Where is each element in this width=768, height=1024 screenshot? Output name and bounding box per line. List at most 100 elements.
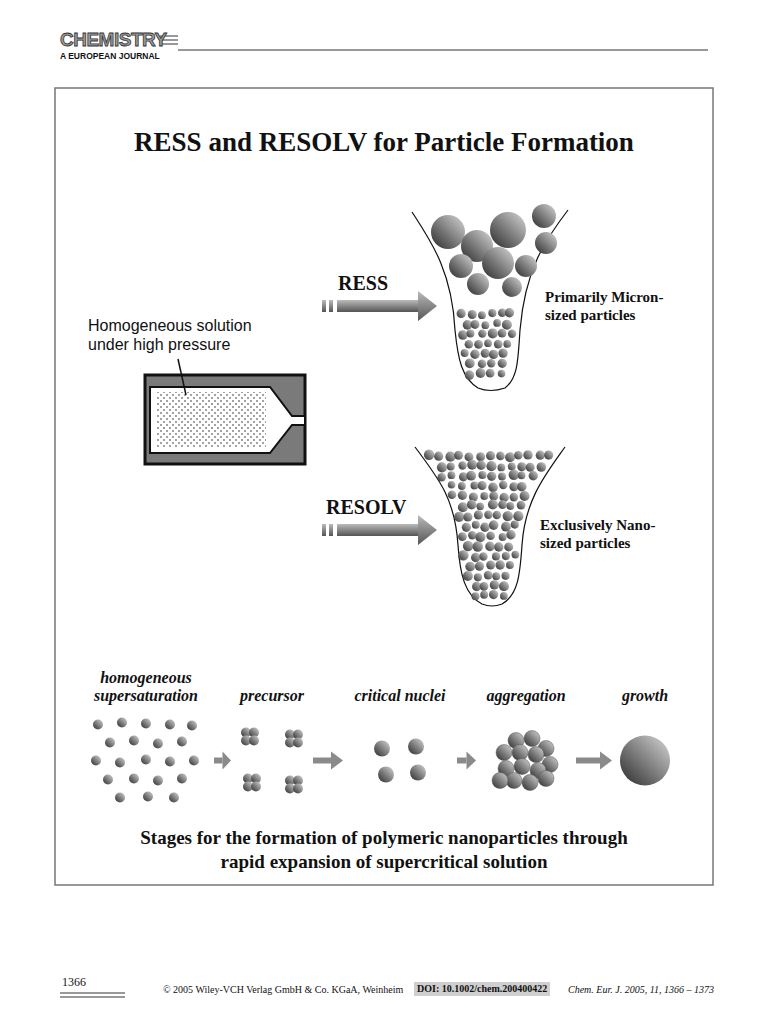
particle — [499, 481, 507, 489]
particle — [476, 502, 484, 510]
figure-caption: Stages for the formation of polymeric na… — [119, 826, 649, 874]
particle — [499, 533, 507, 541]
particle — [476, 452, 485, 461]
particle — [480, 591, 488, 599]
particle — [506, 561, 514, 569]
citation-note: Chem. Eur. J. 2005, 11, 1366 – 1373 — [568, 984, 714, 996]
monomer-dot — [177, 774, 187, 784]
particle — [472, 521, 480, 529]
stage-label: precursor — [240, 687, 304, 705]
stage-picture — [479, 713, 573, 808]
nozzle — [145, 375, 305, 464]
particle — [513, 511, 523, 521]
monomer-dot — [165, 720, 175, 730]
particle — [448, 491, 457, 500]
nucleus — [410, 765, 426, 781]
particle — [489, 590, 498, 599]
nucleus — [408, 739, 424, 755]
particle — [518, 471, 526, 479]
stage-label-box: critical nuclei — [346, 665, 454, 705]
stage-label-box: growth — [615, 665, 675, 705]
particle — [475, 562, 484, 571]
particle — [489, 350, 498, 359]
particle — [486, 451, 495, 460]
stage-label: aggregation — [486, 687, 565, 705]
stage-node: growth — [615, 665, 675, 808]
monomer-dot — [91, 756, 101, 766]
stage-label-box: aggregation — [479, 665, 573, 705]
particle — [480, 582, 489, 591]
stage-picture — [81, 713, 211, 808]
particle — [458, 461, 466, 469]
particle — [498, 348, 507, 357]
particle — [493, 319, 501, 327]
particle — [457, 309, 466, 318]
monomer-dot — [169, 793, 179, 803]
particle — [505, 452, 515, 462]
particle — [471, 553, 480, 562]
particle — [486, 531, 495, 540]
particle — [488, 483, 498, 493]
grown-particle — [620, 736, 670, 786]
particle — [465, 340, 474, 349]
particle — [481, 349, 490, 358]
process-arrow — [322, 291, 437, 321]
particle — [437, 473, 446, 482]
particle — [463, 512, 472, 521]
particle — [467, 500, 477, 510]
arrow-shaft — [457, 758, 467, 764]
particle — [448, 471, 456, 479]
particle — [484, 571, 493, 580]
particle — [498, 500, 507, 509]
aggregate — [538, 771, 554, 787]
particle — [485, 542, 495, 552]
particle — [512, 551, 520, 559]
particle — [484, 339, 492, 347]
footer-rule — [60, 993, 125, 997]
particle — [458, 502, 468, 512]
aggregate — [492, 773, 508, 789]
particle — [475, 532, 485, 542]
result-label: Primarily Micron-sized particles — [545, 288, 685, 324]
monomer-dot — [141, 755, 151, 765]
precursor-cluster — [293, 784, 303, 794]
particle — [489, 520, 499, 530]
figure-title: RESS and RESOLV for Particle Formation — [64, 126, 704, 158]
monomer-dot — [141, 719, 151, 729]
stage-picture — [234, 713, 310, 808]
particle — [488, 309, 496, 317]
particle — [486, 369, 495, 378]
particle — [480, 523, 489, 532]
stage-label: homogeneous supersaturation — [81, 669, 211, 705]
particle — [465, 370, 475, 380]
journal-logo: CHEMISTRY — [60, 30, 167, 50]
stage-arrow — [576, 752, 612, 770]
particle — [474, 573, 482, 581]
particle — [466, 471, 476, 481]
monomer-dot — [105, 738, 115, 748]
particle — [474, 510, 483, 519]
aggregate — [496, 745, 512, 761]
stage-arrow — [214, 752, 231, 770]
figure-frame — [55, 88, 713, 885]
arrow-head — [467, 752, 477, 770]
particle — [494, 542, 503, 551]
particle — [463, 571, 473, 581]
particle — [487, 472, 496, 481]
particle — [471, 481, 479, 489]
stage-node: precursor — [234, 665, 310, 808]
particle — [508, 463, 516, 471]
particle — [463, 541, 473, 551]
callout-label: Homogeneous solution under high pressure — [88, 316, 288, 354]
process-name: RESS — [338, 272, 388, 294]
particle — [434, 452, 443, 461]
particle — [507, 502, 515, 510]
particle — [476, 368, 486, 378]
stage-label: growth — [622, 687, 668, 705]
monomer-dot — [115, 793, 125, 803]
particle — [506, 530, 515, 539]
particle — [502, 552, 510, 560]
monomer-dot — [165, 757, 175, 767]
monomer-dot — [143, 792, 153, 802]
particle — [517, 482, 527, 492]
